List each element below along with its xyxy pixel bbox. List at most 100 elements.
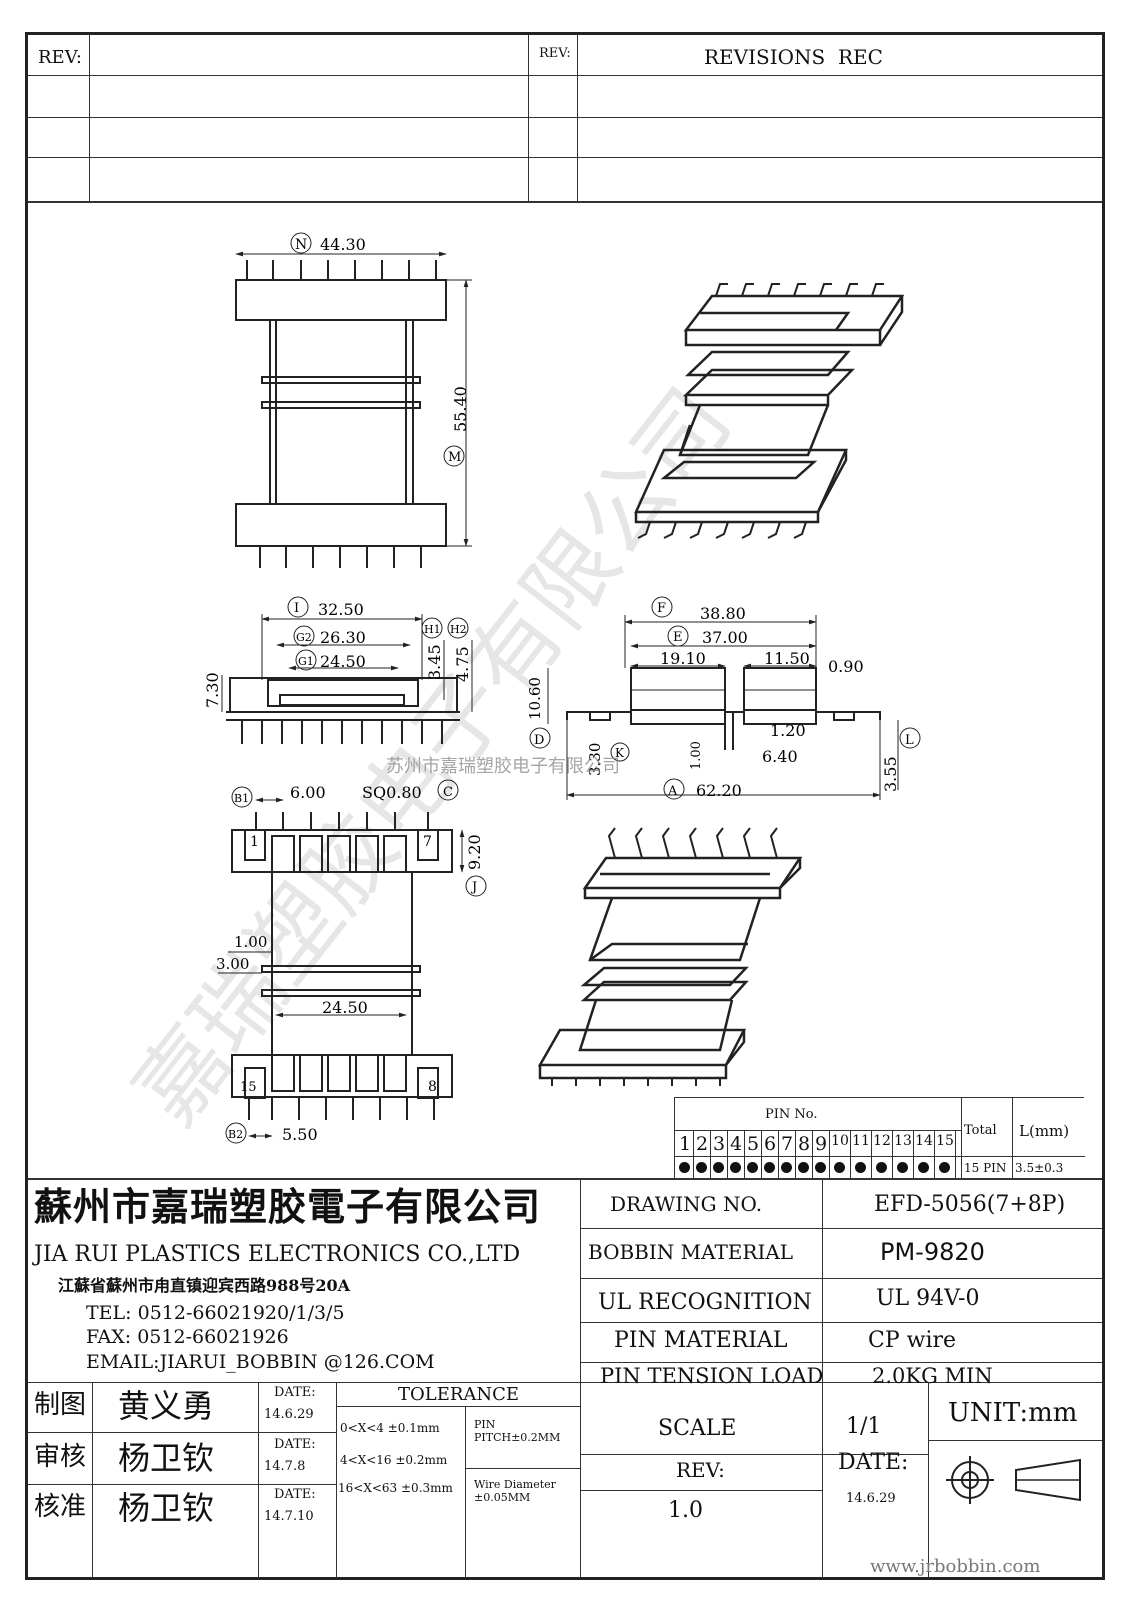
pin-cell: 6 <box>762 1131 779 1180</box>
spec-tension-value: 2.0KG MIN <box>872 1364 993 1388</box>
pin-pitch: PIN PITCH±0.2MM <box>474 1418 561 1445</box>
a-marker <box>663 778 685 800</box>
spec-drawing-label: DRAWING NO. <box>610 1192 763 1216</box>
pin-cell: 5 <box>745 1131 762 1180</box>
revisions-heading: REVISIONS <box>704 45 826 69</box>
dim-i-value: 32.50 <box>318 600 364 619</box>
dim-height: 7.30 <box>203 672 222 708</box>
dim-n-value: 44.30 <box>320 235 366 254</box>
total-label: Total <box>964 1123 997 1138</box>
pin-cell: 12 <box>872 1131 893 1180</box>
company-fax: FAX: 0512-66021926 <box>86 1326 289 1348</box>
date-label-checker: DATE: <box>274 1437 316 1452</box>
b2-marker <box>225 1122 247 1144</box>
dim-g1: G1 <box>298 655 314 668</box>
rev-left-label: REV: <box>38 47 82 68</box>
pin-cell: 7 <box>779 1131 796 1180</box>
l-label: L(mm) <box>1019 1122 1070 1140</box>
website: www.jrbobbin.com <box>870 1556 1041 1577</box>
company-email: EMAIL:JIARUI_BOBBIN @126.COM <box>86 1351 435 1373</box>
top-view <box>218 797 465 1139</box>
pin-cell: 3 <box>711 1131 728 1180</box>
pin-number: 4 <box>729 1133 743 1155</box>
pin-dot <box>798 1162 809 1173</box>
pin-7-label: 7 <box>423 834 432 850</box>
dim-g2-value: 26.30 <box>320 628 366 647</box>
dim-h1-value: 3.45 <box>425 644 444 680</box>
dim-k: K <box>615 746 625 760</box>
pin-cell: 13 <box>893 1131 914 1180</box>
name-approver: 杨卫钦 <box>118 1489 215 1527</box>
pin-cell: 14 <box>914 1131 935 1180</box>
pin-cell: 9 <box>813 1131 830 1180</box>
pin-number: 1 <box>678 1133 692 1155</box>
wire-diameter: Wire Diameter ±0.05MM <box>474 1478 556 1505</box>
dim-h2: H2 <box>450 623 467 636</box>
pin-cell: 11 <box>851 1131 872 1180</box>
g2-marker <box>293 625 315 647</box>
dim-a-value: 62.20 <box>696 781 742 800</box>
dim-sq: SQ0.80 <box>362 783 422 802</box>
scale-label: SCALE <box>658 1416 737 1441</box>
technical-drawing: 嘉瑞塑胶电子有限公司 N 44.30 M 55.40 <box>115 232 921 1144</box>
spec-drawing-value: EFD-5056(7+8P) <box>874 1192 1066 1217</box>
pin-number: 10 <box>831 1133 849 1149</box>
pin-dot <box>730 1162 741 1173</box>
pin-1-label: 1 <box>250 834 259 850</box>
pin-cell: 8 <box>796 1131 813 1180</box>
tolerance-row-1: 0<X<4 ±0.1mm <box>340 1421 440 1435</box>
tolerance-row-3: 16<X<63 ±0.3mm <box>338 1481 453 1495</box>
h1-marker <box>421 617 443 639</box>
dim-mr-v2: 11.50 <box>764 649 810 668</box>
role-checker: 审核 <box>34 1442 87 1472</box>
isometric-view-top <box>634 283 905 539</box>
dim-bl-v2: 3.00 <box>216 955 249 973</box>
dim-i: I <box>294 601 299 616</box>
watermark-line: 苏州市嘉瑞塑胶电子有限公司 <box>386 756 620 777</box>
pin-number: 6 <box>763 1133 777 1155</box>
n-marker <box>290 232 312 254</box>
revision-table: REV: REV: REVISIONS REC <box>28 35 1102 203</box>
pin-dot <box>918 1162 929 1173</box>
pin-number: 11 <box>852 1133 870 1149</box>
pin-dot <box>679 1162 690 1173</box>
f-marker <box>651 596 673 618</box>
tolerance-row-2: 4<X<16 ±0.2mm <box>340 1453 448 1467</box>
date-approver: 14.7.10 <box>264 1509 314 1524</box>
scale-value: 1/1 <box>846 1414 882 1439</box>
g1-marker <box>295 649 317 671</box>
dim-mr-v9: 3.55 <box>881 756 900 792</box>
role-drafter: 制图 <box>34 1390 87 1420</box>
rev-label: REV: <box>676 1458 725 1482</box>
revisions-rec: REC <box>838 45 883 69</box>
pin-number: 5 <box>746 1133 760 1155</box>
pin-cell: 4 <box>728 1131 745 1180</box>
company-tel: TEL: 0512-66021920/1/3/5 <box>86 1302 345 1324</box>
pin-cell: 10 <box>830 1131 851 1180</box>
dim-mr-v4: 10.60 <box>526 677 544 720</box>
dim-mr-v5: 1.20 <box>770 721 806 740</box>
rev-value: 1.0 <box>668 1498 703 1523</box>
spec-pin-label: PIN MATERIAL <box>614 1328 788 1353</box>
pin-cell: 2 <box>694 1131 711 1180</box>
dim-m-value: 55.40 <box>451 386 470 432</box>
pin-15-label: 15 <box>240 1080 257 1095</box>
company-name-cn: 蘇州市嘉瑞塑胶電子有限公司 <box>34 1184 542 1229</box>
pin-dot <box>815 1162 826 1173</box>
name-checker: 杨卫钦 <box>118 1439 215 1477</box>
c-marker <box>437 779 459 801</box>
i-marker <box>287 596 309 618</box>
dim-h2-value: 4.75 <box>453 646 472 682</box>
pin-cell: 1 <box>677 1131 694 1180</box>
dim-n: N <box>295 237 307 253</box>
dim-e: E <box>673 630 683 645</box>
title-block: 蘇州市嘉瑞塑胶電子有限公司 JIA RUI PLASTICS ELECTRONI… <box>28 1178 1102 1578</box>
l-value: 3.5±0.3 <box>1015 1161 1064 1175</box>
date-label-drafter: DATE: <box>274 1385 316 1400</box>
pin-number: 8 <box>797 1133 811 1155</box>
pin-number: 9 <box>814 1133 828 1155</box>
pin-number: 15 <box>936 1133 954 1149</box>
pin-number: 12 <box>873 1133 891 1149</box>
spec-pin-value: CP wire <box>868 1328 957 1353</box>
